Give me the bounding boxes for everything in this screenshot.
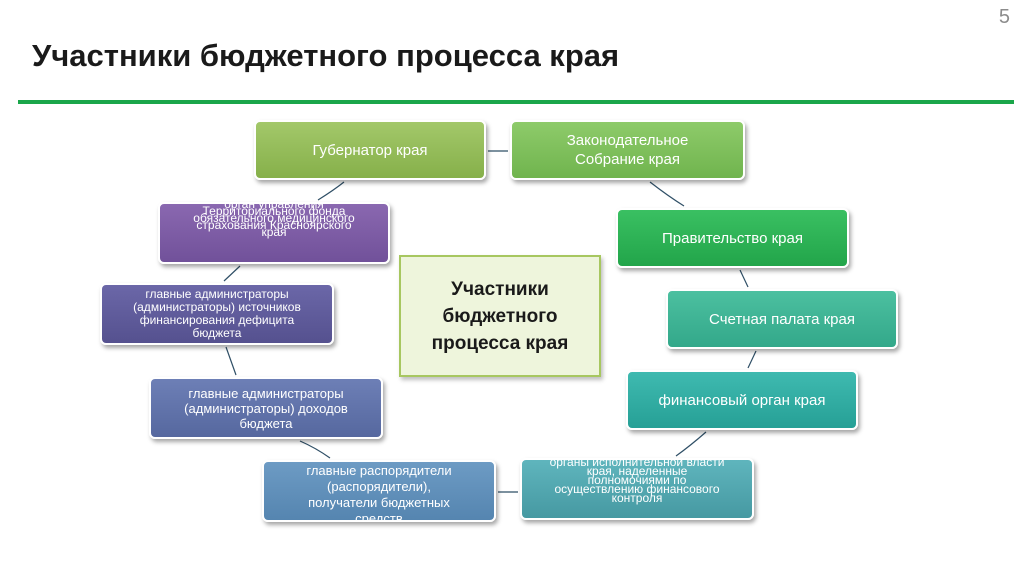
deficit-admins-line1: главные администраторы: [145, 287, 289, 301]
finance-body-label: финансовый орган края: [658, 391, 826, 409]
fund-line4: страхования Красноярского: [196, 218, 352, 232]
connector-legislative-government: [649, 181, 685, 207]
recipients-line4: средств: [355, 511, 403, 522]
revenue-administrators-node: главные администраторы (администраторы) …: [149, 377, 383, 439]
governor-label: Губернатор края: [312, 141, 428, 159]
fund-line5: края: [261, 225, 287, 239]
center-line2: бюджетного: [442, 305, 558, 327]
exec-bodies-line3: полномочиями по: [587, 473, 687, 487]
exec-bodies-line1: органы исполнительной власти: [549, 458, 725, 469]
revenue-admins-line3: бюджета: [239, 415, 293, 431]
slide-number: 5: [998, 6, 1010, 28]
fund-line2: Территориального фонда: [202, 204, 346, 218]
connector-revenue-deficit: [225, 346, 237, 376]
deficit-admins-line4: бюджета: [192, 326, 242, 340]
center-line1: Участники: [451, 278, 549, 300]
connector-government-audit: [739, 269, 749, 288]
exec-bodies-line4: осуществлению финансового: [554, 482, 720, 496]
recipients-line1: главные распорядители: [306, 463, 452, 478]
legislative-label-line1: Законодательное: [566, 132, 689, 149]
recipients-line3: получатели бюджетных: [308, 495, 450, 510]
governor-node: Губернатор края: [254, 120, 486, 180]
recipients-line2: (распорядители),: [327, 479, 431, 494]
connector-finance-exec: [675, 431, 707, 457]
audit-chamber-label: Счетная палата края: [709, 310, 855, 328]
exec-bodies-line5: контроля: [611, 491, 663, 505]
exec-bodies-line2: края, наделенные: [586, 464, 688, 478]
executive-bodies-node: органы исполнительной власти края, надел…: [520, 458, 754, 520]
fund-line1: орган управления: [224, 202, 324, 211]
connector-audit-finance: [747, 350, 757, 369]
legislative-assembly-node: Законодательное Собрание края: [510, 120, 745, 180]
center-title-box: Участники бюджетного процесса края: [399, 255, 601, 377]
fund-line3: обязательного медицинского: [193, 211, 355, 225]
page-title: Участники бюджетного процесса края: [32, 38, 620, 73]
connector-fund-governor: [317, 181, 345, 201]
center-line3: процесса края: [431, 332, 569, 354]
medical-insurance-fund-node: орган управления Территориального фонда …: [158, 202, 390, 264]
deficit-admins-line2: (администраторы) источников: [133, 300, 301, 314]
revenue-admins-line1: главные администраторы: [188, 385, 344, 401]
finance-body-node: финансовый орган края: [626, 370, 858, 430]
title-divider: [18, 100, 1014, 104]
deficit-admins-line3: финансирования дефицита: [139, 313, 295, 327]
deficit-administrators-node: главные администраторы (администраторы) …: [100, 283, 334, 345]
government-label: Правительство края: [662, 229, 803, 247]
connector-deficit-fund: [223, 265, 241, 282]
connector-recipients-revenue: [299, 440, 331, 459]
revenue-admins-line2: (администраторы) доходов: [184, 400, 348, 416]
government-node: Правительство края: [616, 208, 849, 268]
audit-chamber-node: Счетная палата края: [666, 289, 898, 349]
legislative-label-line2: Собрание края: [575, 151, 680, 168]
budget-recipients-node: главные распорядители (распорядители), п…: [262, 460, 496, 522]
